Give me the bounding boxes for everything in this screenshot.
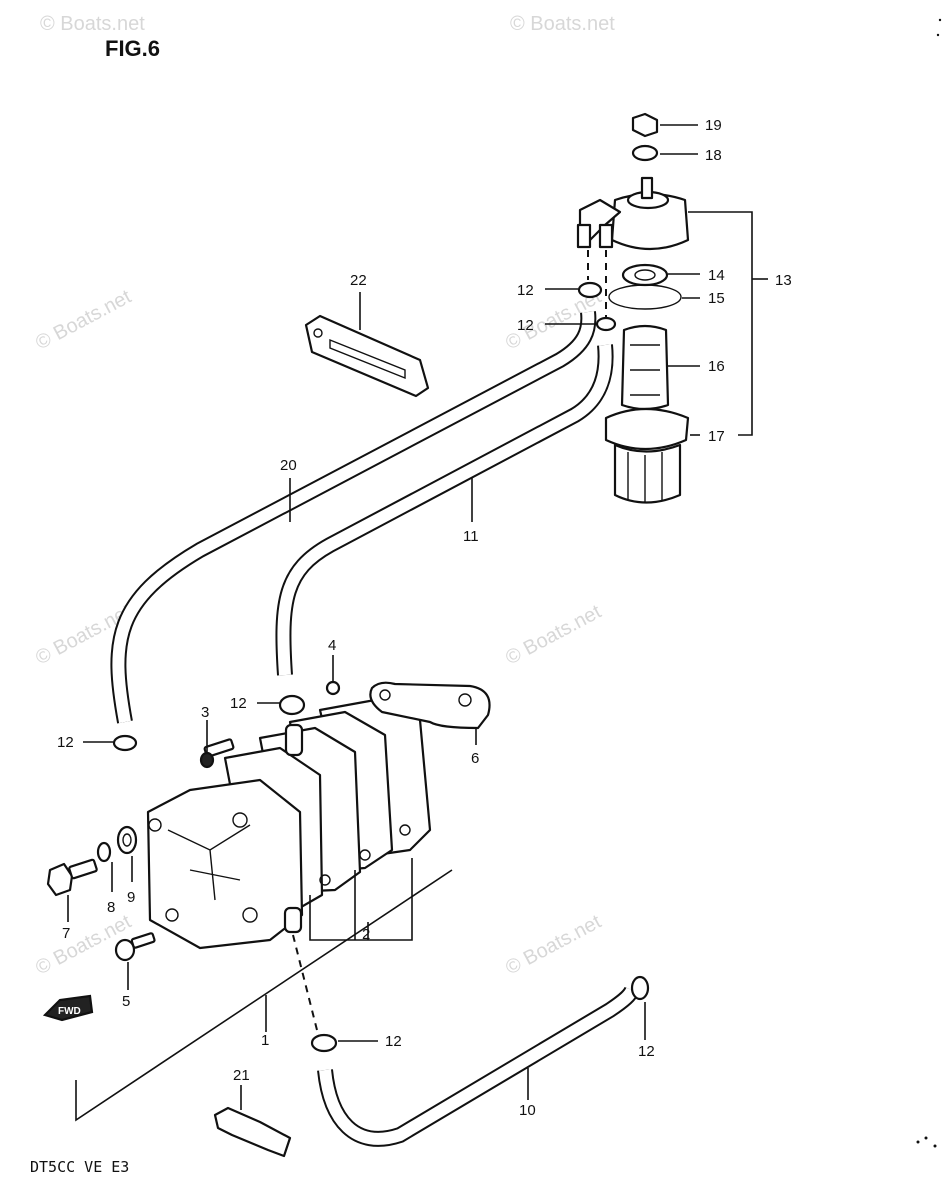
bracket-22 [304,314,430,398]
callout-9: 9 [127,889,135,906]
washer-9 [116,825,138,855]
callout-7: 7 [62,925,70,942]
callout-2: 2 [362,926,370,943]
callout-19: 19 [705,117,722,134]
callout-12: 12 [517,317,534,334]
screw-7 [46,858,98,897]
callout-21: 21 [233,1067,250,1084]
callout-12: 12 [57,734,74,751]
callout-15: 15 [708,290,725,307]
callout-4: 4 [328,637,336,654]
callout-6: 6 [471,750,479,767]
watermark-text: © Boats.net [502,601,605,670]
watermark-text: © Boats.net [40,13,145,35]
nut-4 [325,680,341,696]
fuel-pump-assembly [146,681,491,950]
callout-16: 16 [708,358,725,375]
callout-20: 20 [280,457,297,474]
fwd-arrow: FWD [42,994,94,1022]
callout-17: 17 [708,428,725,445]
watermark-text: © Boats.net [502,911,605,980]
clamp-21 [213,1106,292,1158]
fuel-filter-assembly [576,112,690,504]
hose-11 [275,344,614,676]
callout-1: 1 [261,1032,269,1049]
leader-lines [67,124,768,1122]
callout-12: 12 [638,1043,655,1060]
callout-12: 12 [517,282,534,299]
callout-10: 10 [519,1102,536,1119]
callout-8: 8 [107,899,115,916]
clips-12 [112,281,650,1053]
callout-12: 12 [385,1033,402,1050]
figure-title: FIG.6 [105,36,160,61]
callout-14: 14 [708,267,725,284]
callout-5: 5 [122,993,130,1010]
callout-3: 3 [201,704,209,721]
callout-13: 13 [775,272,792,289]
callout-18: 18 [705,147,722,164]
callout-11: 11 [463,528,479,545]
watermark-text: © Boats.net [32,286,135,355]
watermark-text: © Boats.net [510,13,615,35]
callout-numbers: 19 18 14 15 13 16 17 12 12 22 20 11 4 12… [57,117,792,1119]
callout-22: 22 [350,272,367,289]
washer-8 [96,841,112,863]
screw-3 [199,738,235,769]
fwd-label: FWD [58,1006,81,1017]
callout-12: 12 [230,695,247,712]
scan-marks [916,18,942,1148]
screw-5 [114,932,156,962]
hose-20 [110,311,597,724]
model-code: DT5CC VE E3 [30,1158,129,1176]
hose-10 [317,986,640,1147]
